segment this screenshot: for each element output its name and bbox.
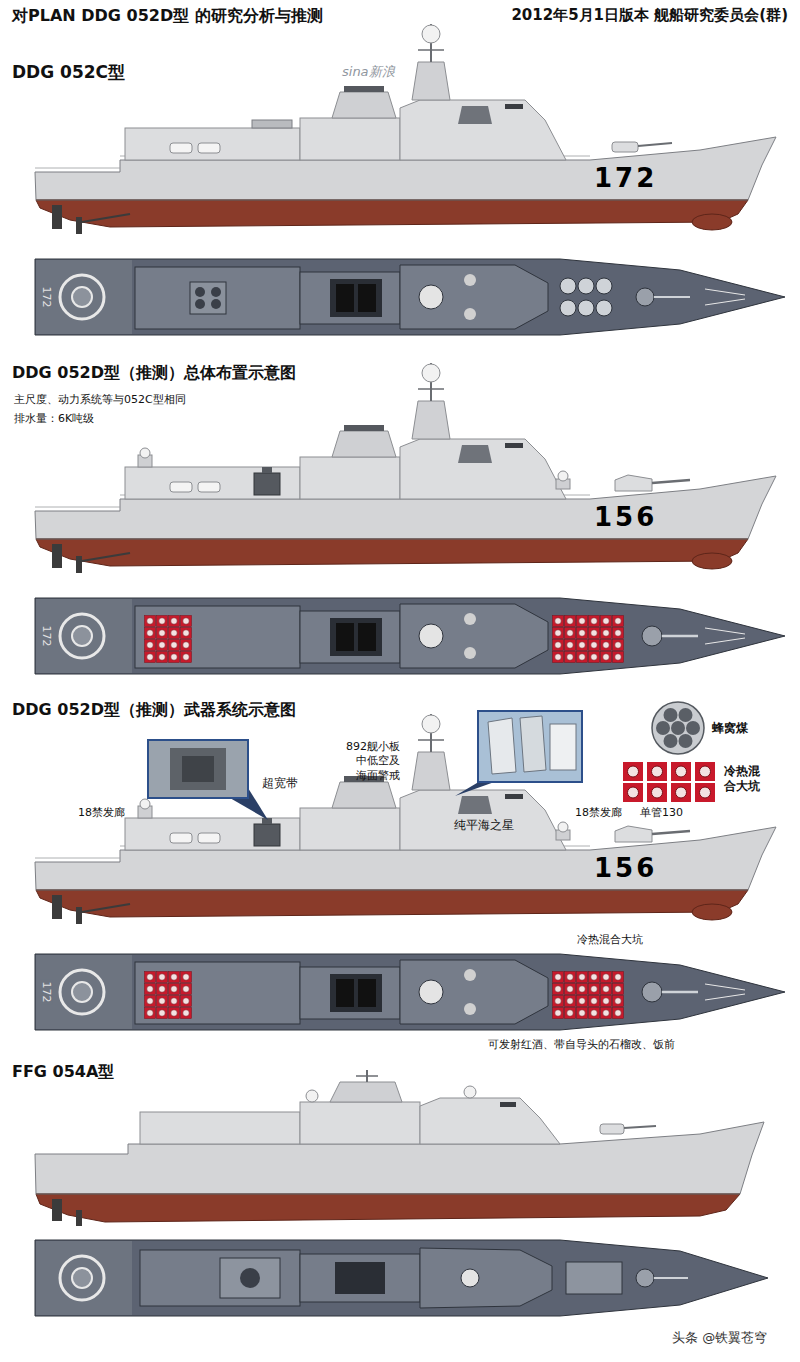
spec-note: 排水量：6K吨级: [14, 412, 94, 426]
vls-grid-icon: [623, 762, 715, 802]
radar-photo-inset: [148, 740, 268, 820]
radar-panel-inset: [455, 711, 582, 796]
callout-label: 18禁发廊: [575, 806, 622, 820]
callout-label: 892舰小板 中低空及 海面警戒: [326, 740, 400, 783]
hull-number: 156: [592, 504, 659, 530]
callout-label: 纯平海之星: [452, 818, 516, 833]
spec-note: 主尺度、动力系统等与052C型相同: [14, 393, 186, 407]
frigate-054a-top-view: [35, 1240, 768, 1316]
callout-label: 超宽带: [262, 776, 298, 791]
legend-label: 冷热混合大坑: [724, 764, 764, 794]
deck-number: 172: [40, 624, 52, 649]
deck-number: 172: [40, 980, 52, 1005]
section-heading: DDG 052D型（推测）武器系统示意图: [12, 700, 296, 720]
section-heading: FFG 054A型: [12, 1062, 114, 1082]
callout-label: 冷热混合大坑: [577, 933, 643, 947]
legend-label: 蜂窝煤: [712, 721, 748, 736]
honeycomb-launcher-icon: [652, 702, 704, 754]
page-title: 对PLAN DDG 052D型 的研究分析与推测: [12, 6, 323, 26]
callout-label: 可发射红酒、带自导头的石榴改、饭前: [488, 1038, 675, 1052]
destroyer-052d-top-view: [35, 598, 785, 674]
version-note: 2012年5月1日版本 舰船研究委员会(群): [511, 6, 788, 25]
callout-label: 18禁发廊: [78, 806, 125, 820]
watermark: sina新浪: [342, 64, 395, 80]
section-heading: DDG 052C型: [12, 62, 125, 83]
deck-number: 172: [40, 285, 52, 310]
callout-label: 单管130: [640, 806, 683, 820]
hull-number: 172: [592, 165, 659, 191]
hull-number: 156: [592, 855, 659, 881]
destroyer-052c-top-view: [35, 259, 785, 335]
frigate-054a-side-view: [35, 1070, 764, 1226]
destroyer-052c-side-view: [35, 24, 776, 234]
watermark: 头条 @铁翼苍穹: [672, 1330, 767, 1346]
destroyer-052d-weapons-top-view: [35, 954, 785, 1030]
section-heading: DDG 052D型（推测）总体布置示意图: [12, 363, 296, 383]
